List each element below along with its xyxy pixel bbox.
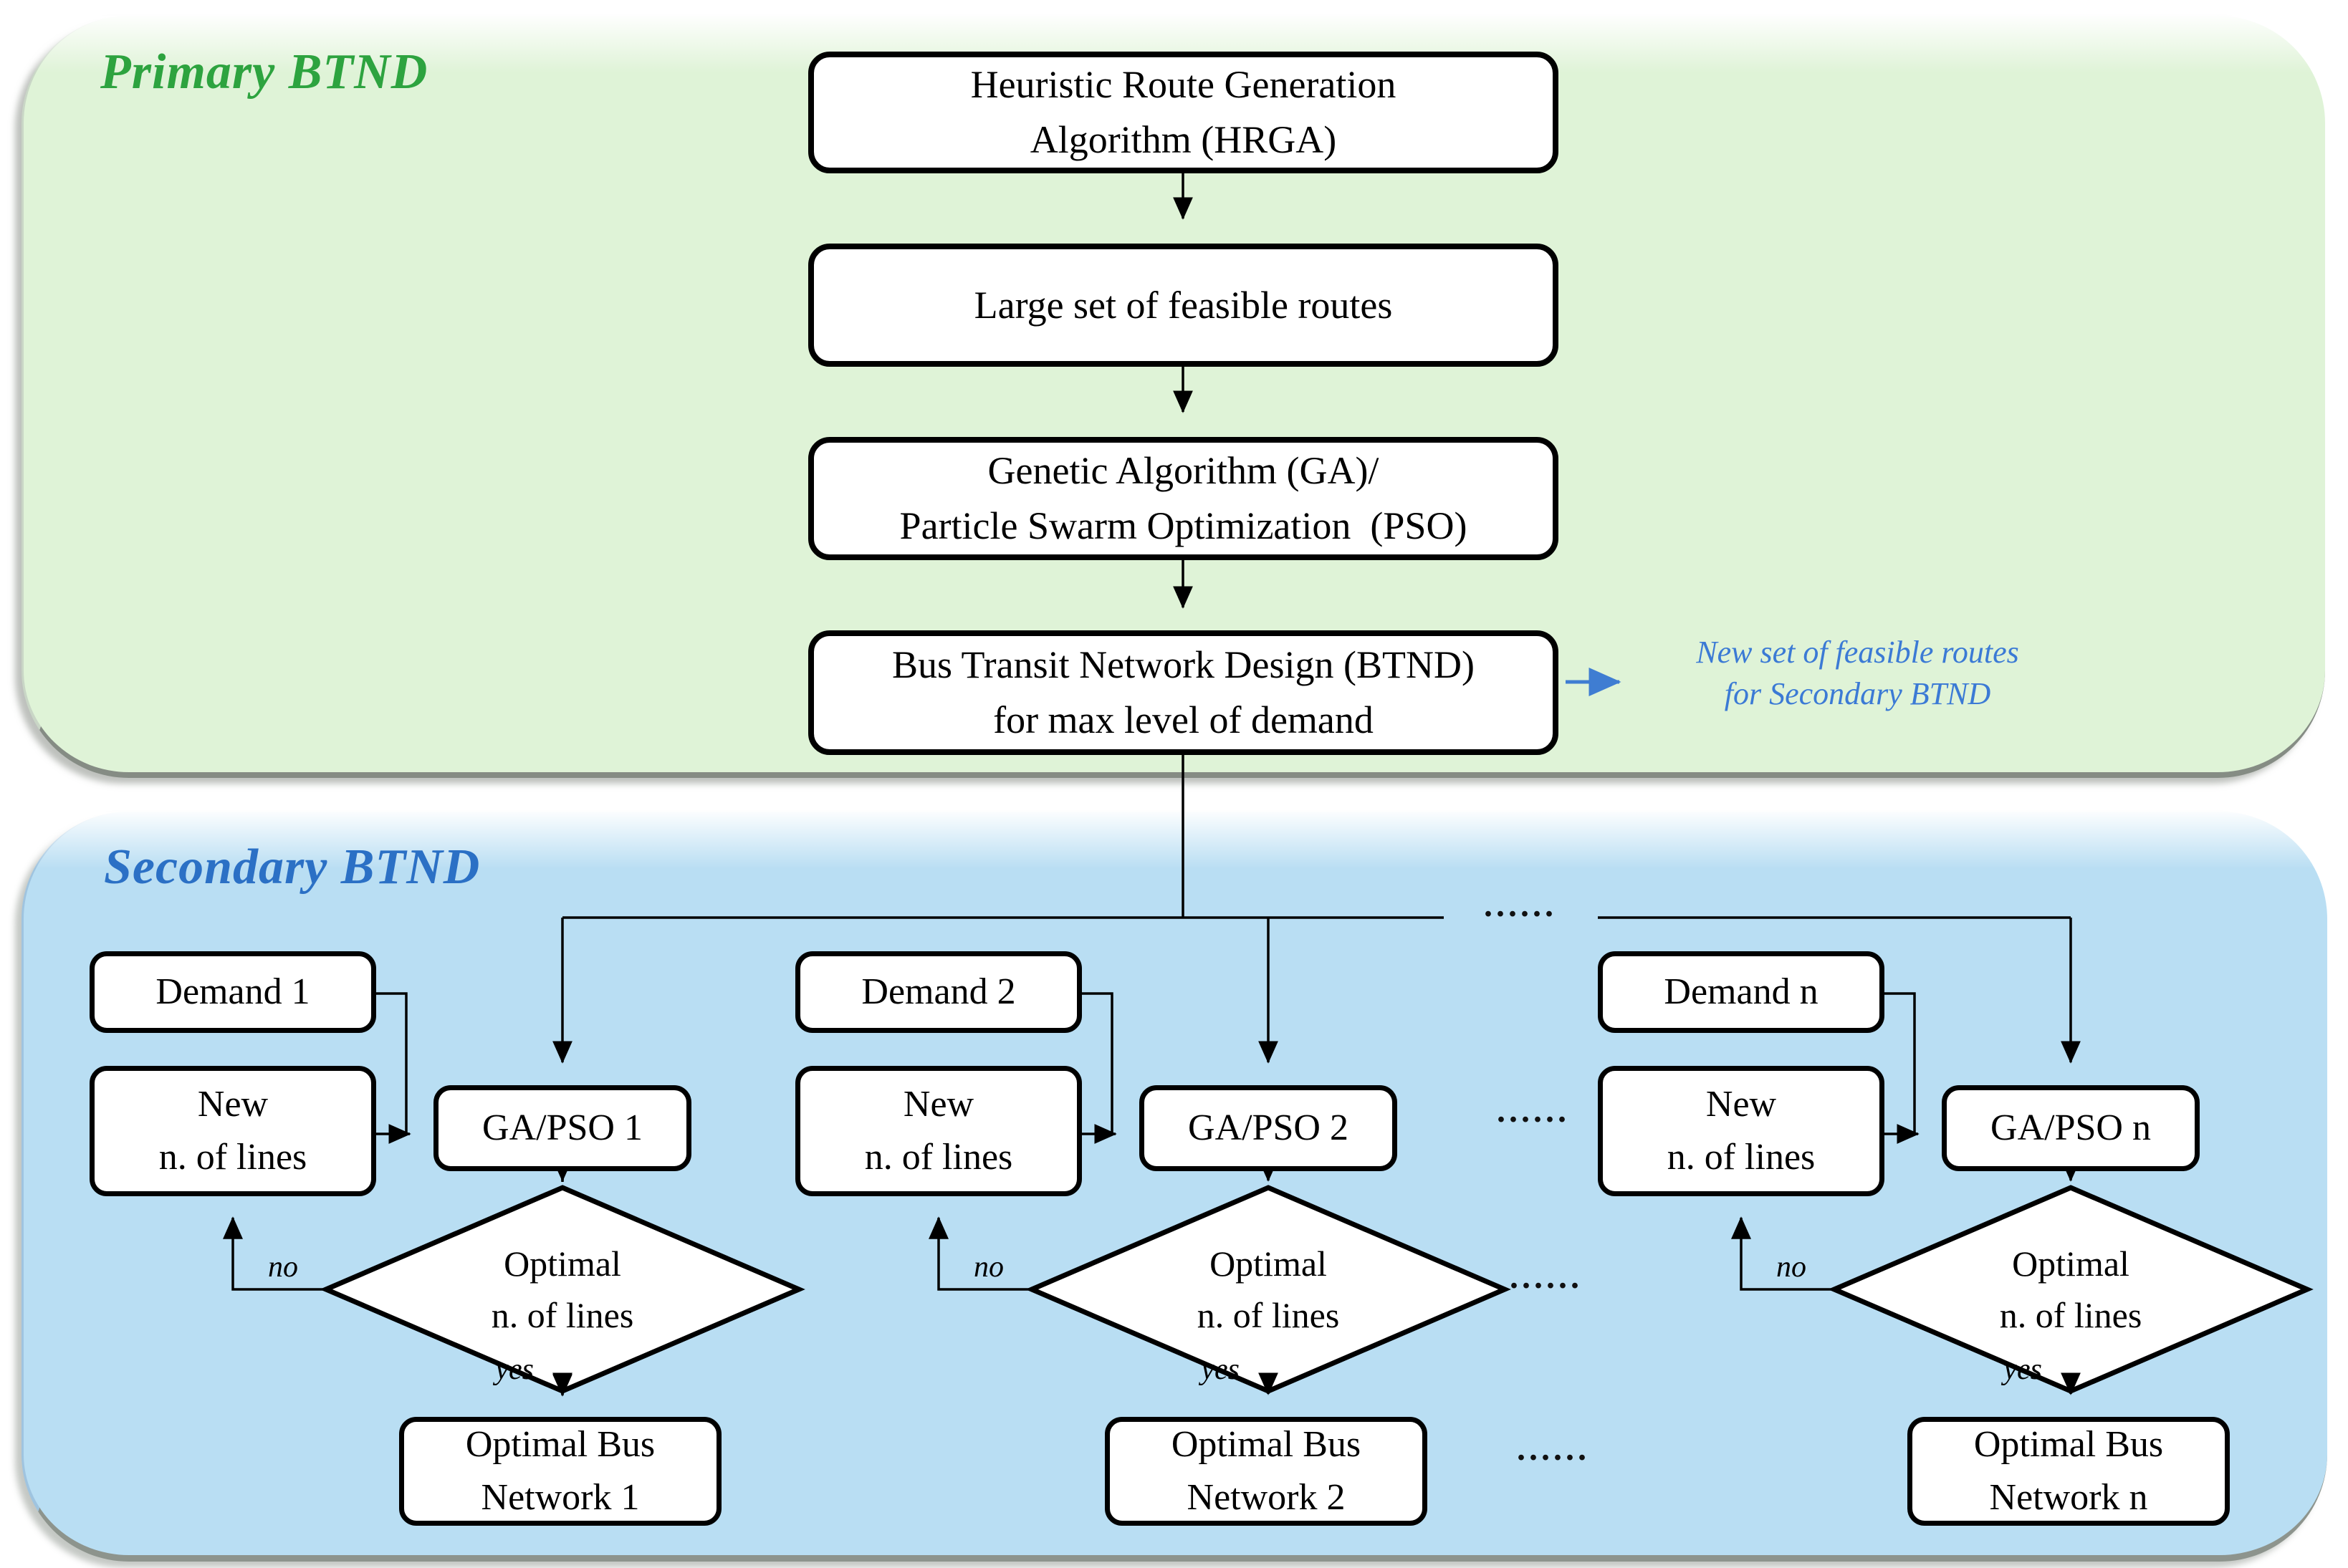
yes-label-n: yes <box>2003 1353 2042 1386</box>
demand-label-n: Demand n <box>1664 971 1818 1013</box>
diamond-label-2: Optimal n. of lines <box>1082 1238 1455 1341</box>
diamond-line1-1: Optimal <box>504 1244 621 1284</box>
result-line2-1: Network 1 <box>481 1477 640 1518</box>
ga-pso-line2: Particle Swarm Optimization (PSO) <box>899 504 1467 547</box>
demand-box-1: Demand 1 <box>90 951 376 1033</box>
yes-label-2: yes <box>1201 1353 1240 1386</box>
btnd-line1: Bus Transit Network Design (BTND) <box>891 643 1475 687</box>
btnd-line2: for max level of demand <box>993 698 1374 741</box>
ga-pso-line1: Genetic Algorithm (GA)/ <box>987 449 1379 493</box>
hrga-box: Heuristic Route Generation Algorithm (HR… <box>808 52 1558 173</box>
demand-label-1: Demand 1 <box>155 971 310 1013</box>
diamond-line1-n: Optimal <box>2012 1244 2129 1284</box>
ellipsis-distribution: ...... <box>1484 886 1557 924</box>
branch-2-connectors <box>929 918 1511 1395</box>
new-lines-box-2: New n. of lines <box>795 1066 1082 1196</box>
gapso-box-1: GA/PSO 1 <box>433 1085 691 1171</box>
feasible-routes-line1: Large set of feasible routes <box>974 283 1393 327</box>
annotation-line1: New set of feasible routes <box>1696 635 2019 670</box>
annotation-new-set: New set of feasible routes for Secondary… <box>1652 632 2064 715</box>
new-line1-n: New <box>1705 1084 1777 1125</box>
annotation-line2: for Secondary BTND <box>1724 676 1991 712</box>
new-lines-box-n: New n. of lines <box>1598 1066 1884 1196</box>
feasible-routes-box: Large set of feasible routes <box>808 244 1558 367</box>
secondary-title: Secondary BTND <box>104 840 481 895</box>
result-line1-1: Optimal Bus <box>465 1424 656 1466</box>
new-line2-1: n. of lines <box>158 1137 307 1178</box>
no-loop-1 <box>223 1216 326 1291</box>
new-line1-2: New <box>903 1084 974 1125</box>
result-line1-n: Optimal Bus <box>1973 1424 2164 1466</box>
result-box-2: Optimal Bus Network 2 <box>1105 1417 1427 1526</box>
diamond-line2-2: n. of lines <box>1197 1295 1340 1335</box>
no-label-1: no <box>268 1251 298 1284</box>
primary-title: Primary BTND <box>100 44 428 100</box>
ga-pso-box: Genetic Algorithm (GA)/ Particle Swarm O… <box>808 437 1558 560</box>
result-line1-2: Optimal Bus <box>1171 1424 1361 1466</box>
result-line2-2: Network 2 <box>1187 1477 1346 1518</box>
ellipsis-diamond-level: ...... <box>1510 1258 1583 1296</box>
branch-n-connectors <box>1731 918 2314 1395</box>
demand-box-2: Demand 2 <box>795 951 1082 1033</box>
demand-label-2: Demand 2 <box>861 971 1016 1013</box>
gapso-box-n: GA/PSO n <box>1942 1085 2200 1171</box>
diamond-label-n: Optimal n. of lines <box>1884 1238 2257 1341</box>
branch-1-connectors <box>223 918 805 1397</box>
elbow-demand-1 <box>376 992 408 1134</box>
result-box-n: Optimal Bus Network n <box>1907 1417 2230 1526</box>
new-line2-2: n. of lines <box>864 1137 1013 1178</box>
new-lines-box-1: New n. of lines <box>90 1066 376 1196</box>
gapso-label-2: GA/PSO 2 <box>1188 1107 1348 1149</box>
no-loop-2 <box>929 1216 1032 1291</box>
no-label-n: no <box>1776 1251 1806 1284</box>
no-loop-n <box>1731 1216 1834 1291</box>
ellipsis-result-level: ...... <box>1517 1430 1590 1468</box>
new-line1-1: New <box>197 1084 269 1125</box>
gapso-label-1: GA/PSO 1 <box>482 1107 643 1149</box>
no-label-2: no <box>974 1251 1004 1284</box>
hrga-line1: Heuristic Route Generation <box>970 63 1396 107</box>
ellipsis-gapso-level: ...... <box>1497 1092 1570 1130</box>
elbow-demand-n <box>1884 992 1916 1134</box>
result-line2-n: Network n <box>1989 1477 2148 1518</box>
diamond-line1-2: Optimal <box>1209 1244 1327 1284</box>
gapso-label-n: GA/PSO n <box>1990 1107 2151 1149</box>
gapso-box-2: GA/PSO 2 <box>1139 1085 1397 1171</box>
btnd-box: Bus Transit Network Design (BTND) for ma… <box>808 630 1558 755</box>
yes-label-1: yes <box>495 1353 534 1386</box>
diamond-line2-1: n. of lines <box>491 1295 634 1335</box>
hrga-line2: Algorithm (HRGA) <box>1030 118 1337 161</box>
diamond-line2-n: n. of lines <box>1999 1295 2142 1335</box>
result-box-1: Optimal Bus Network 1 <box>399 1417 722 1526</box>
elbow-demand-2 <box>1082 992 1113 1134</box>
diamond-label-1: Optimal n. of lines <box>376 1238 749 1341</box>
new-line2-n: n. of lines <box>1667 1137 1816 1178</box>
demand-box-n: Demand n <box>1598 951 1884 1033</box>
